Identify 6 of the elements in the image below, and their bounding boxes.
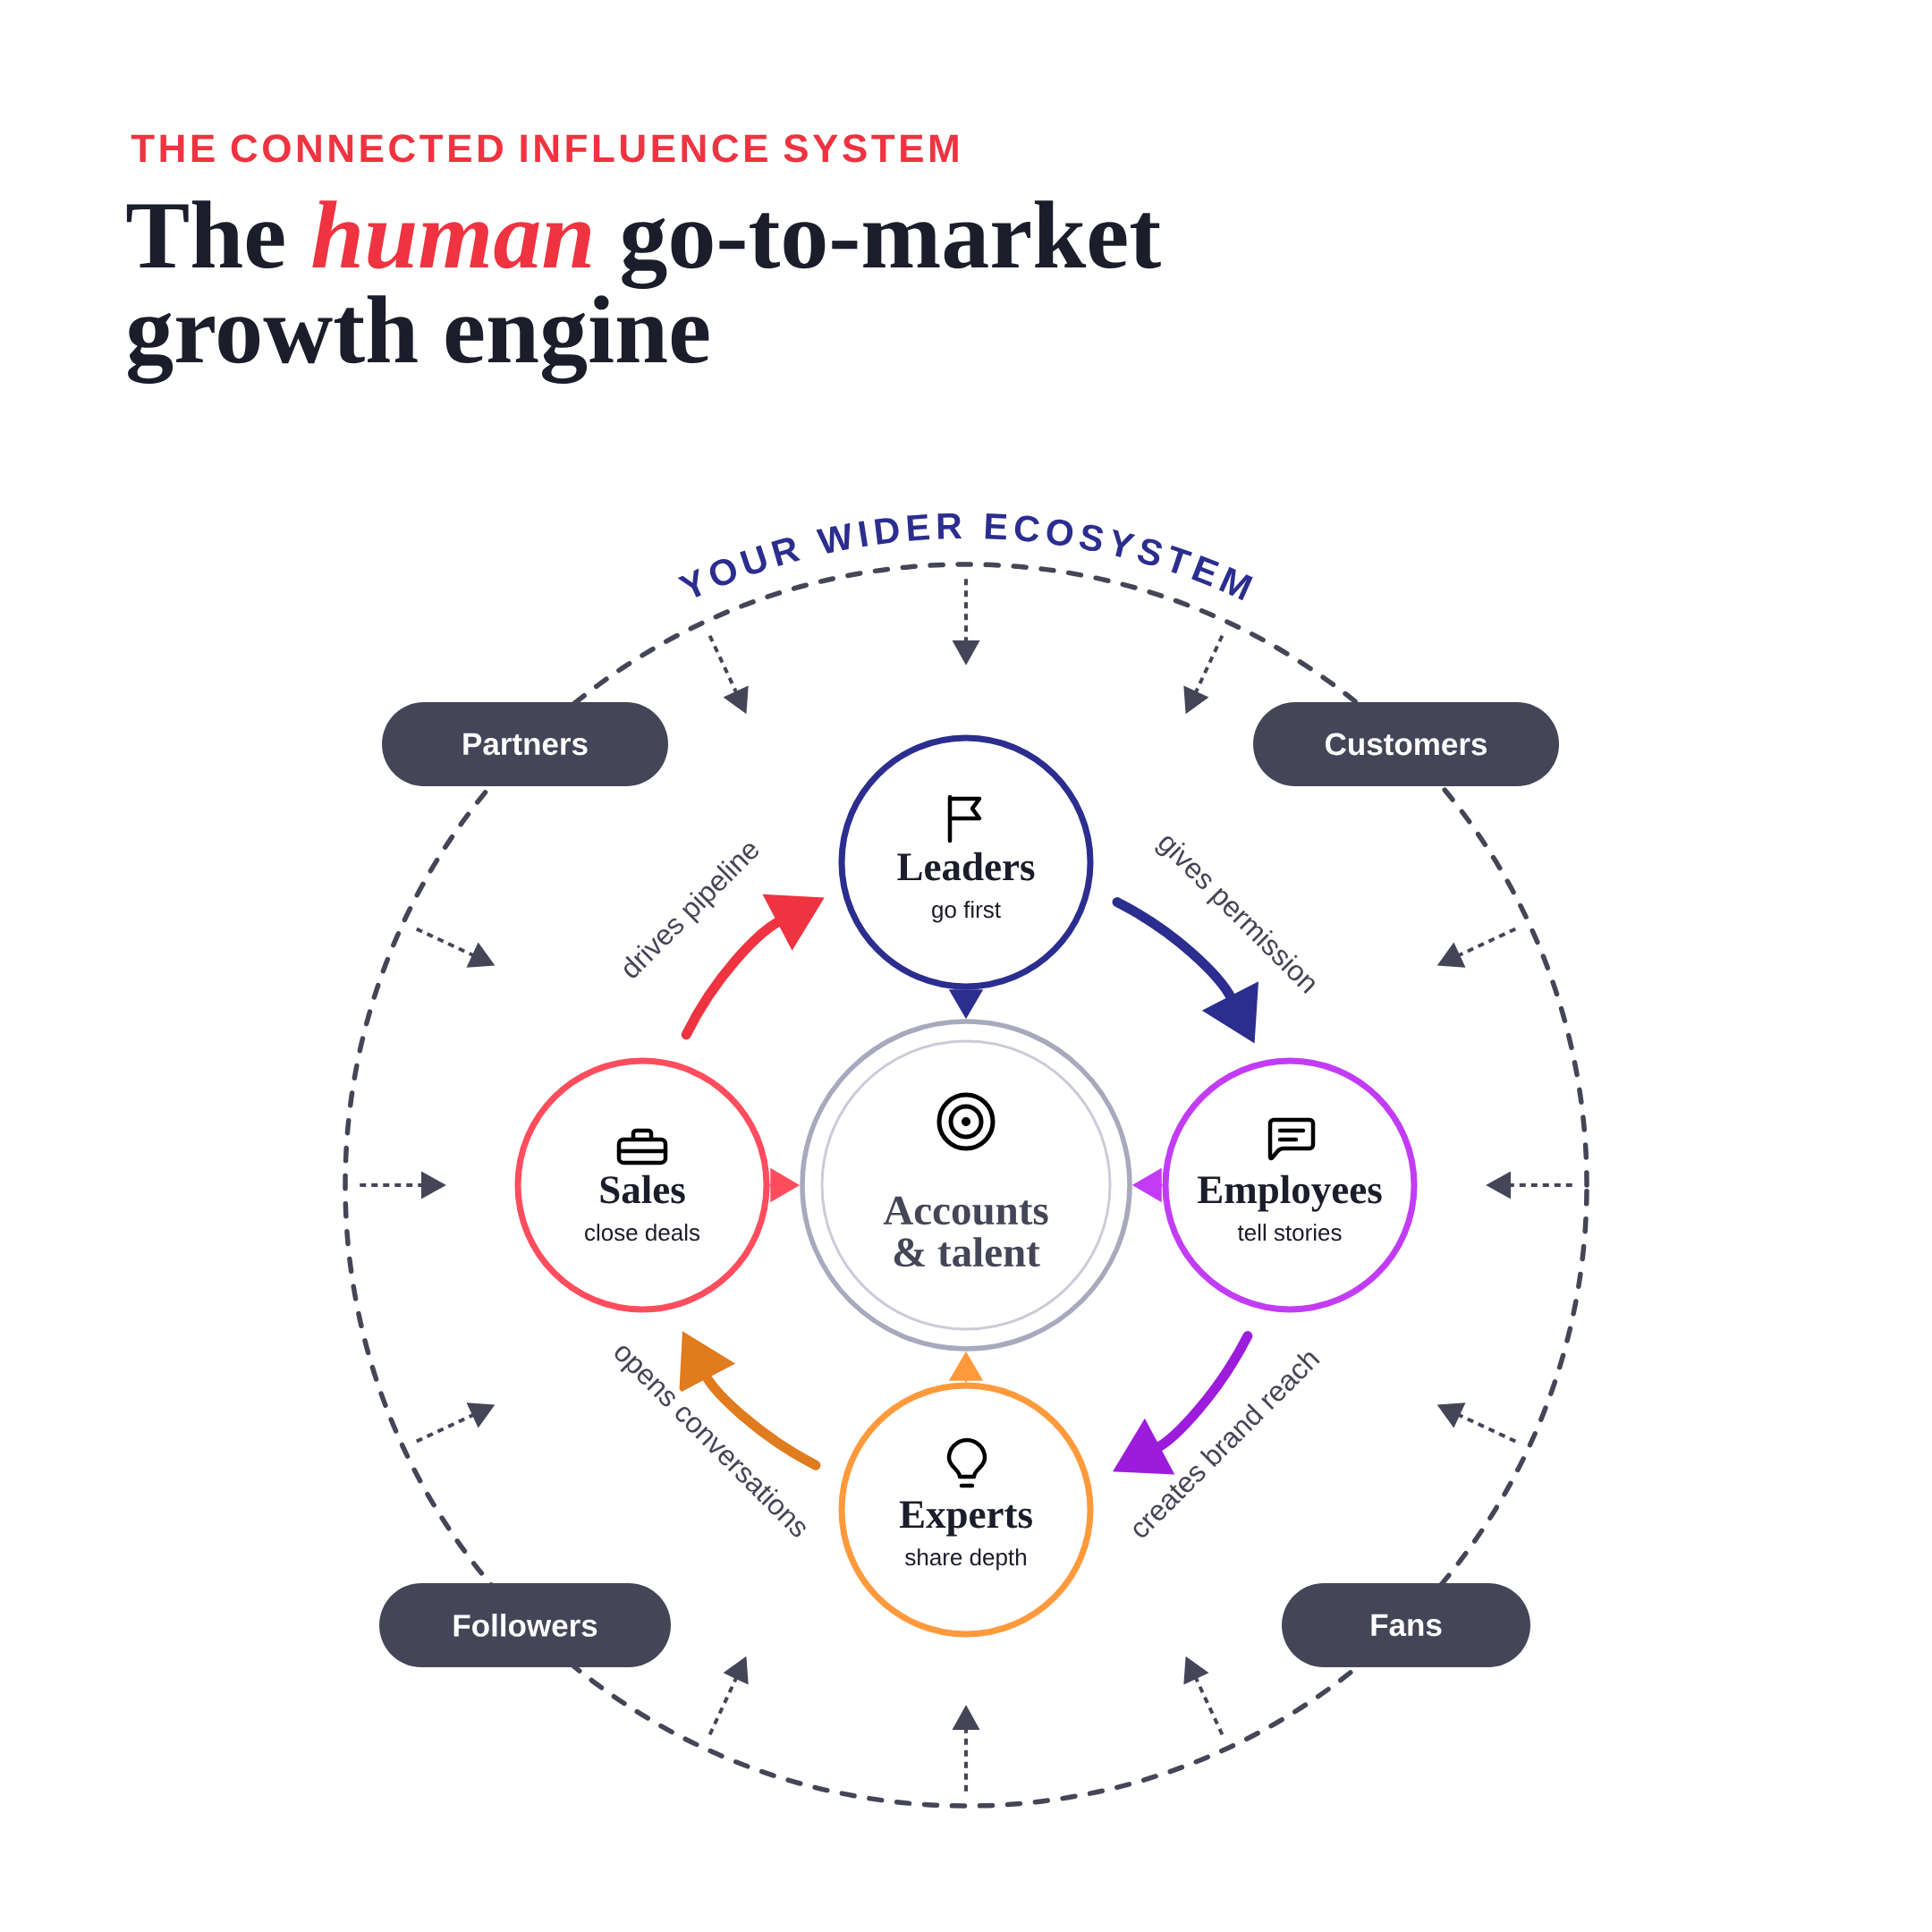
pill: Followers (379, 1583, 671, 1667)
pill: Fans (1282, 1583, 1530, 1667)
pill: Partners (382, 702, 668, 786)
title: The human go-to-market growth engine (126, 200, 1161, 384)
pill: Customers (1253, 702, 1559, 786)
eyebrow-text: THE CONNECTED INFLUENCE SYSTEM (131, 134, 958, 163)
